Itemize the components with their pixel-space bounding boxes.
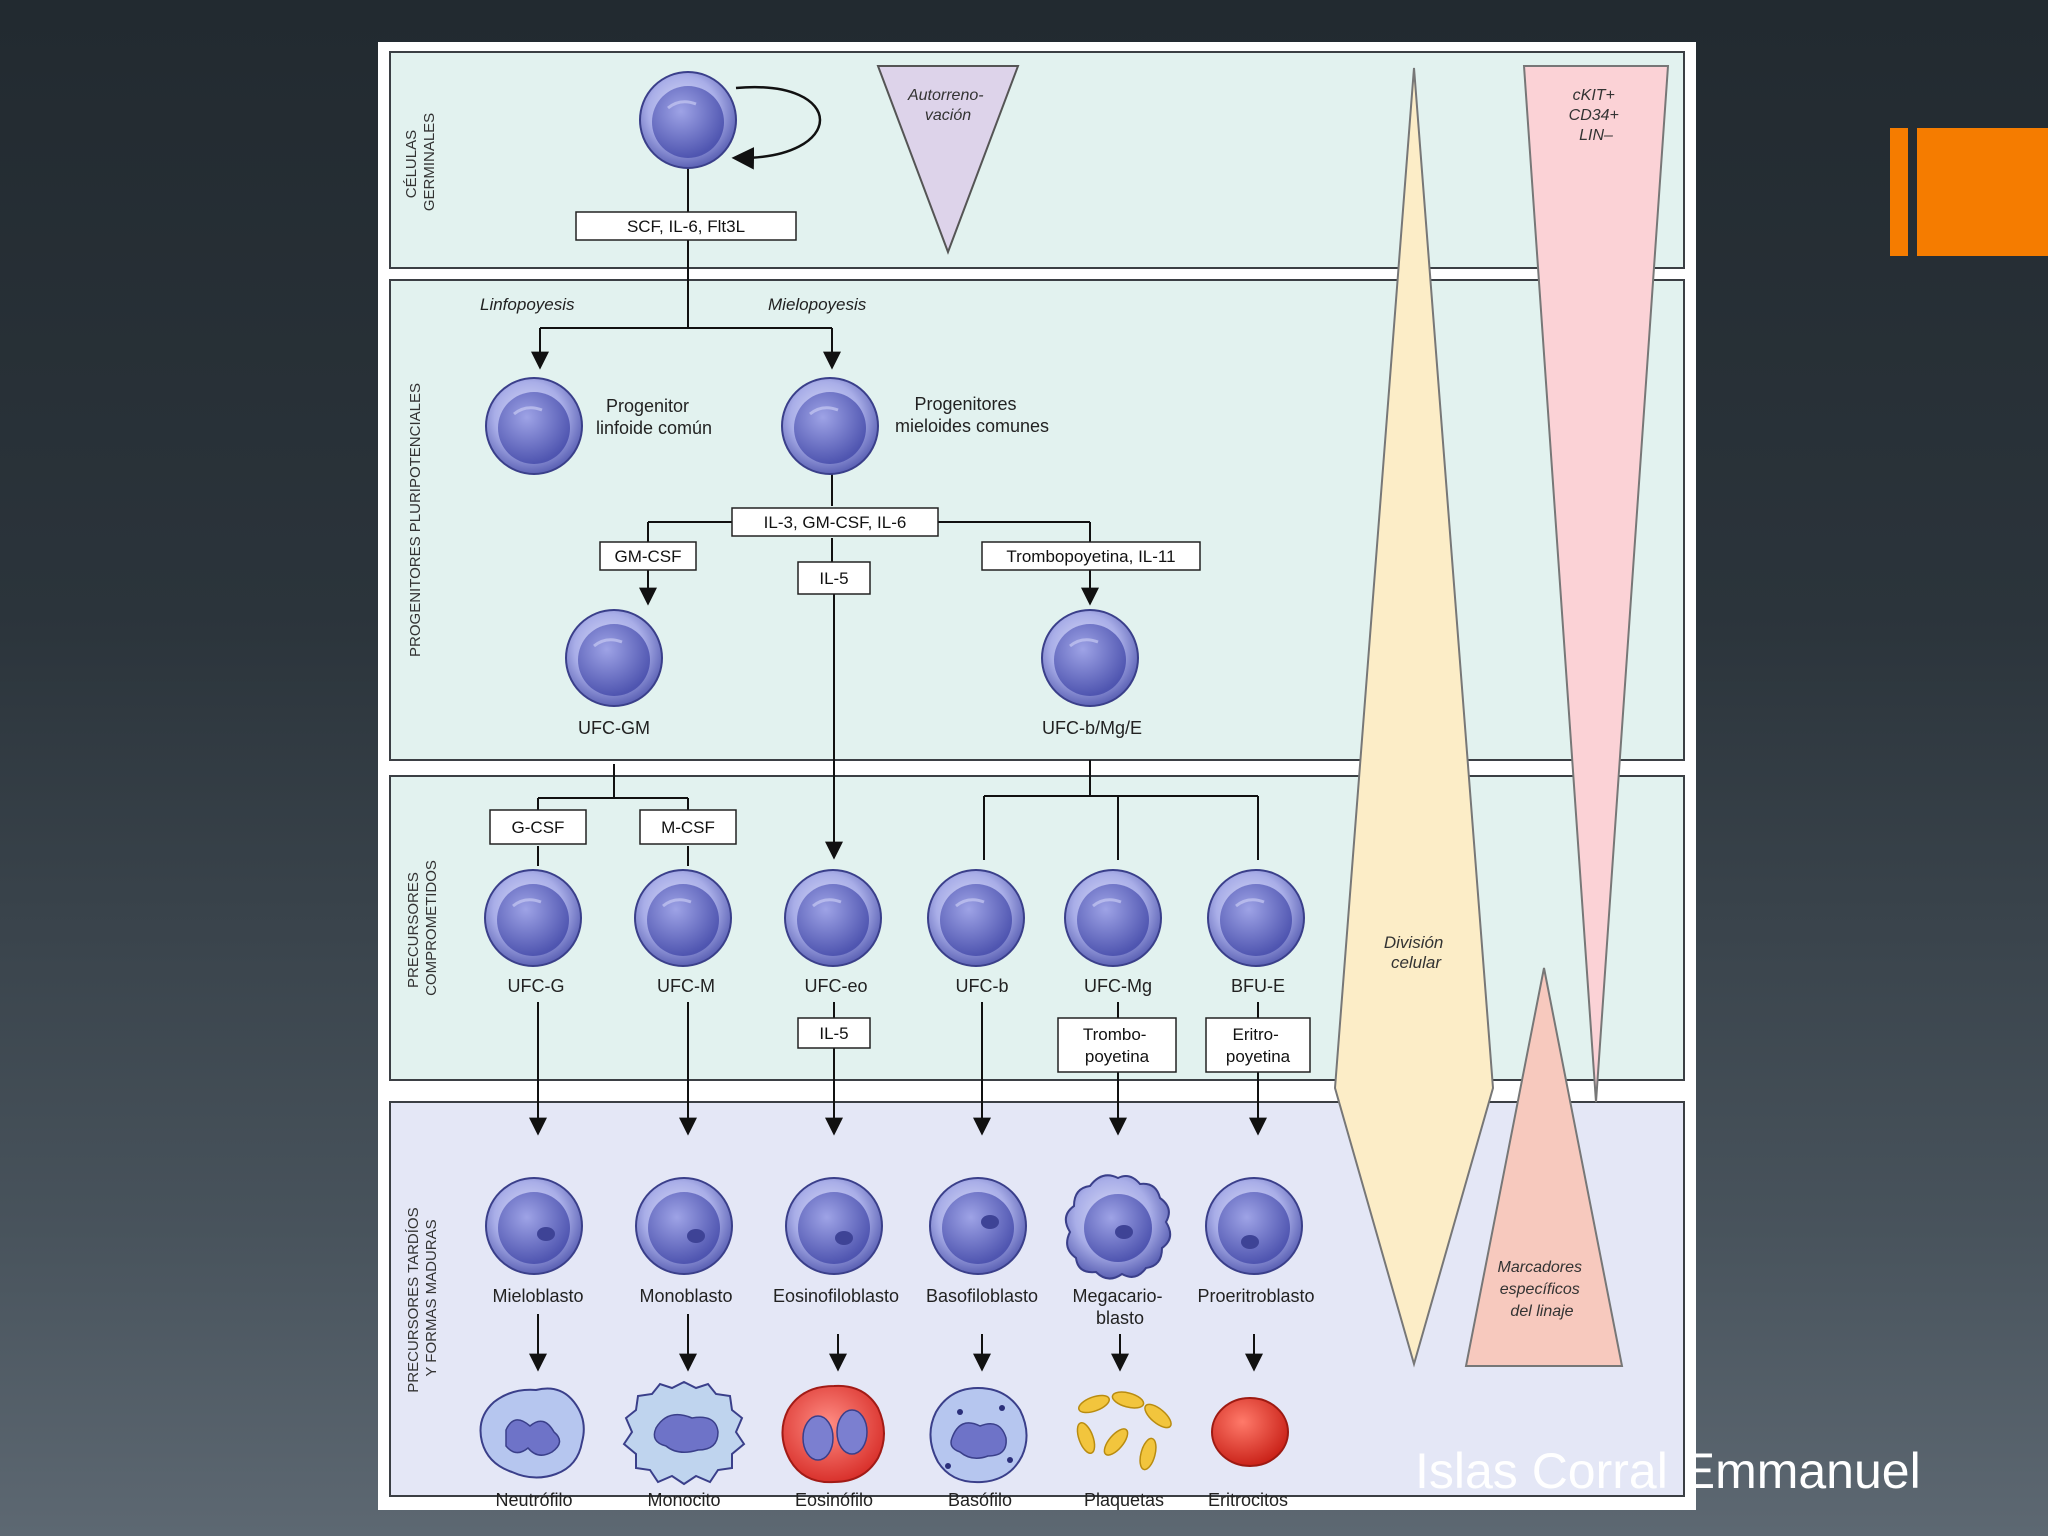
cell-eritrocito xyxy=(1211,1397,1289,1467)
accent-bar xyxy=(1890,128,1908,256)
factor-box-mcsf xyxy=(639,809,737,845)
cell-progenitor-mieloide xyxy=(781,377,879,475)
division-celular-shape xyxy=(1333,67,1495,1368)
cell-eosinofiloblasto xyxy=(785,1177,883,1275)
cell-basofiloblasto xyxy=(929,1177,1027,1275)
self-renewal-arrow xyxy=(731,85,822,170)
cell-proeritroblasto xyxy=(1205,1177,1303,1275)
factor-trombo-il11: Trombopoyetina, IL-11 xyxy=(1006,547,1175,566)
factor-trombopoyetina: Trombo- poyetina xyxy=(1083,1025,1151,1066)
factor-il5-top: IL-5 xyxy=(819,569,848,588)
factor-box-gcsf xyxy=(489,809,587,845)
cell-ufc-eo xyxy=(784,869,882,967)
label-ufc-eo: UFC-eo xyxy=(804,976,867,996)
lineage-triangle xyxy=(1464,967,1624,1367)
cell-progenitor-linfoide xyxy=(485,377,583,475)
factor-il5-bottom: IL-5 xyxy=(819,1024,848,1043)
zone-label-pluripotenciales: PROGENITORES PLURIPOTENCIALES xyxy=(407,383,424,657)
markers-triangle xyxy=(1522,65,1670,1103)
label-eosinofiloblasto: Eosinofiloblasto xyxy=(773,1286,899,1306)
cell-bfu-e xyxy=(1207,869,1305,967)
autorrenovacion-label: Autorreno- vación xyxy=(907,87,988,124)
factor-mcsf: M-CSF xyxy=(661,818,715,837)
label-bfu-e: BFU-E xyxy=(1231,976,1285,996)
author-name: Islas Corral Emmanuel xyxy=(1415,1443,1921,1499)
label-monoblasto: Monoblasto xyxy=(639,1286,732,1306)
factor-box-gmcsf xyxy=(599,541,697,571)
factor-gmcsf: GM-CSF xyxy=(614,547,681,566)
cell-ufc-bmge xyxy=(1041,609,1139,707)
cell-megacarioblasto xyxy=(1064,1174,1172,1280)
factor-box-trombo-il11 xyxy=(981,541,1201,571)
factor-box-stem xyxy=(575,211,797,241)
cell-eosinofilo xyxy=(781,1384,885,1484)
pathway-mielopoyesis: Mielopoyesis xyxy=(768,295,867,314)
committed-row xyxy=(484,869,1305,967)
cell-ufc-m xyxy=(634,869,732,967)
cell-ufc-mg xyxy=(1064,869,1162,967)
autorrenovacion-triangle xyxy=(876,65,1020,255)
label-neutrofilo: Neutrófilo xyxy=(495,1490,572,1510)
accent-block xyxy=(1917,128,2048,256)
factor-stem: SCF, IL-6, Flt3L xyxy=(627,217,745,236)
factor-eritropoyetina: Eritro- poyetina xyxy=(1226,1025,1291,1066)
label-ufc-m: UFC-M xyxy=(657,976,715,996)
label-ufc-mg: UFC-Mg xyxy=(1084,976,1152,996)
factor-box-myeloid xyxy=(731,507,939,537)
zone-label-comprometidos: PRECURSORES COMPROMETIDOS xyxy=(405,860,440,996)
cell-ufc-b xyxy=(927,869,1025,967)
label-eritrocitos: Eritrocitos xyxy=(1208,1490,1288,1510)
division-celular-label: División celular xyxy=(1384,933,1448,972)
cell-ufc-gm xyxy=(565,609,663,707)
label-ufc-gm: UFC-GM xyxy=(578,718,650,738)
markers-label: cKIT+ CD34+ LIN– xyxy=(1569,87,1624,144)
factor-box-eritropoyetina xyxy=(1205,1017,1311,1073)
label-megacarioblasto: Megacario- blasto xyxy=(1072,1286,1167,1328)
cell-monocito xyxy=(622,1380,746,1486)
label-progenitor-linfoide: Progenitor linfoide común xyxy=(596,396,712,438)
cell-ufc-g xyxy=(484,869,582,967)
factor-myeloid: IL-3, GM-CSF, IL-6 xyxy=(764,513,907,532)
factor-box-il5-bottom xyxy=(797,1017,871,1049)
label-basofilo: Basófilo xyxy=(948,1490,1012,1510)
label-monocito: Monocito xyxy=(647,1490,720,1510)
cell-mieloblasto xyxy=(485,1177,583,1275)
pathway-linfopoyesis: Linfopoyesis xyxy=(480,295,575,314)
label-ufc-b: UFC-b xyxy=(956,976,1009,996)
cell-neutrofilo xyxy=(479,1387,585,1479)
label-mieloblasto: Mieloblasto xyxy=(492,1286,583,1306)
label-eosinofilo: Eosinófilo xyxy=(795,1490,873,1510)
zone-label-tardios: PRECURSORES TARDÍOS Y FORMAS MADURAS xyxy=(405,1203,440,1392)
factor-gcsf: G-CSF xyxy=(512,818,565,837)
stem-cell xyxy=(639,71,737,169)
lineage-label: Marcadores específicos del linaje xyxy=(1498,1259,1587,1320)
connector-lines xyxy=(529,166,1267,1372)
label-progenitor-mieloide: Progenitores mieloides comunes xyxy=(895,394,1049,436)
label-ufc-bmge: UFC-b/Mg/E xyxy=(1042,718,1142,738)
label-basofiloblasto: Basofiloblasto xyxy=(926,1286,1038,1306)
factor-box-trombopoyetina xyxy=(1057,1017,1177,1073)
factor-box-il5-top xyxy=(797,561,871,595)
label-plaquetas: Plaquetas xyxy=(1084,1490,1164,1510)
platelets xyxy=(1076,1391,1172,1471)
blast-row xyxy=(485,1174,1303,1280)
mature-row xyxy=(479,1380,1289,1486)
label-ufc-g: UFC-G xyxy=(508,976,565,996)
zone-label-germinales: CÉLULAS GERMINALES xyxy=(403,113,438,211)
label-proeritroblasto: Proeritroblasto xyxy=(1197,1286,1314,1306)
hematopoiesis-diagram: CÉLULAS GERMINALES PROGENITORES PLURIPOT… xyxy=(378,42,1696,1510)
cell-monoblasto xyxy=(635,1177,733,1275)
cell-basofilo xyxy=(929,1386,1028,1484)
